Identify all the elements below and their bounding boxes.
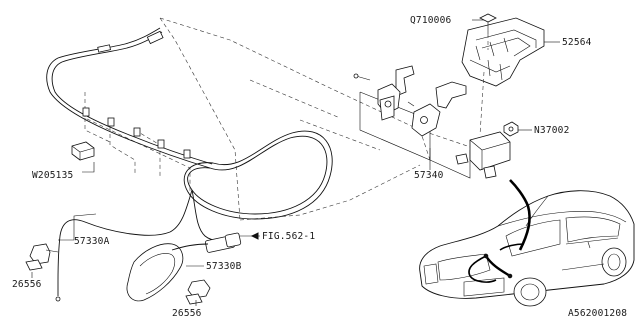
label-ref-code: A562001208 [568, 308, 627, 319]
vehicle-location-illustration [419, 179, 635, 307]
fig-reference-arrow-icon [250, 232, 259, 240]
label-57340: 57340 [414, 170, 444, 181]
nut-n37002 [503, 121, 519, 137]
label-fig562: FIG.562-1 [262, 231, 315, 242]
label-26556-left: 26556 [12, 279, 42, 290]
trunk-lid-phantom [84, 17, 486, 221]
label-26556-bottom: 26556 [172, 308, 202, 319]
trunk-latch-57340 [353, 65, 511, 179]
label-q710006: Q710006 [410, 15, 452, 26]
grommet-26556-bottom [185, 279, 211, 305]
label-57330b: 57330B [206, 261, 242, 272]
label-52564: 52564 [562, 37, 592, 48]
cover-52564 [461, 17, 545, 87]
release-handle-57330b [126, 189, 242, 302]
label-n37002: N37002 [534, 125, 570, 136]
clip-w205135 [71, 141, 95, 161]
label-w205135: W205135 [32, 170, 73, 181]
label-57330a: 57330A [74, 236, 110, 247]
grommet-26556-left [25, 243, 59, 271]
cover-to-latch-phantom [479, 71, 485, 136]
trunk-release-cable [46, 27, 333, 302]
location-pointer [509, 179, 531, 251]
part-labels: Q710006 52564 N37002 W205135 57340 57330… [12, 15, 627, 319]
